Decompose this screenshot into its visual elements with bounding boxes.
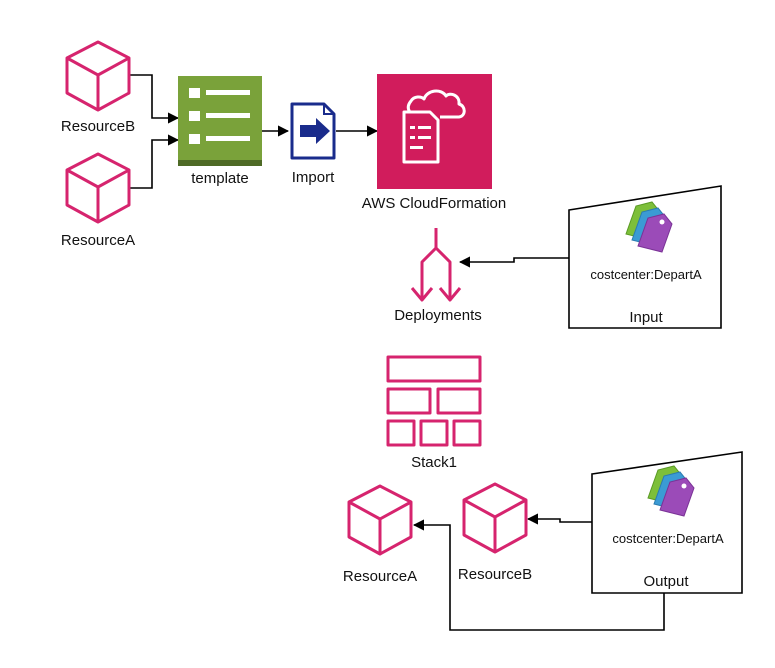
- output-tag-text: costcenter:DepartA: [612, 531, 724, 546]
- tag-icon: [625, 201, 673, 253]
- connector-input-to-deployments: [458, 256, 580, 268]
- import-document-icon: [290, 102, 336, 160]
- cloudformation-icon: [377, 74, 492, 189]
- connector-output-to-resourcea: [412, 519, 665, 631]
- deployments-label: Deployments: [394, 307, 482, 324]
- output-panel-frame: [591, 451, 743, 594]
- resource-b-top: ResourceB: [61, 40, 135, 135]
- deployments-icon: [410, 228, 462, 302]
- resource-a-top: ResourceA: [61, 152, 135, 249]
- stack-label: Stack1: [411, 454, 457, 471]
- resource-a-bottom-label: ResourceA: [343, 568, 417, 585]
- list-document-icon: [178, 76, 262, 166]
- resource-b-label: ResourceB: [61, 118, 135, 135]
- import-node: Import: [290, 102, 336, 186]
- cube-icon: [65, 152, 131, 224]
- connector-resourceb-to-template: [130, 74, 180, 124]
- connector-output-to-resourceb: [526, 513, 592, 525]
- tag-icon: [647, 465, 695, 517]
- cloudformation-label: AWS CloudFormation: [362, 195, 507, 212]
- import-label: Import: [292, 169, 335, 186]
- connector-resourcea-to-template: [130, 134, 180, 189]
- input-tag-text: costcenter:DepartA: [590, 267, 702, 282]
- cube-icon: [462, 482, 528, 554]
- cube-icon: [347, 484, 413, 556]
- template-node: template: [178, 76, 262, 187]
- deployments-node: Deployments: [394, 228, 482, 324]
- template-label: template: [191, 170, 249, 187]
- cube-icon: [65, 40, 131, 112]
- input-panel-frame: [568, 185, 722, 329]
- output-panel: costcenter:DepartA Output: [591, 451, 743, 594]
- resource-b-bottom: ResourceB: [458, 482, 532, 583]
- cloudformation-node: AWS CloudFormation: [362, 74, 507, 212]
- resource-b-bottom-label: ResourceB: [458, 566, 532, 583]
- resource-a-bottom: ResourceA: [343, 484, 417, 585]
- connectors: [130, 74, 665, 631]
- input-caption: Input: [629, 309, 663, 326]
- stack-icon: [386, 355, 482, 447]
- stack-node: Stack1: [386, 355, 482, 471]
- output-caption: Output: [643, 573, 689, 590]
- input-panel: costcenter:DepartA Input: [568, 185, 722, 329]
- resource-a-label: ResourceA: [61, 232, 135, 249]
